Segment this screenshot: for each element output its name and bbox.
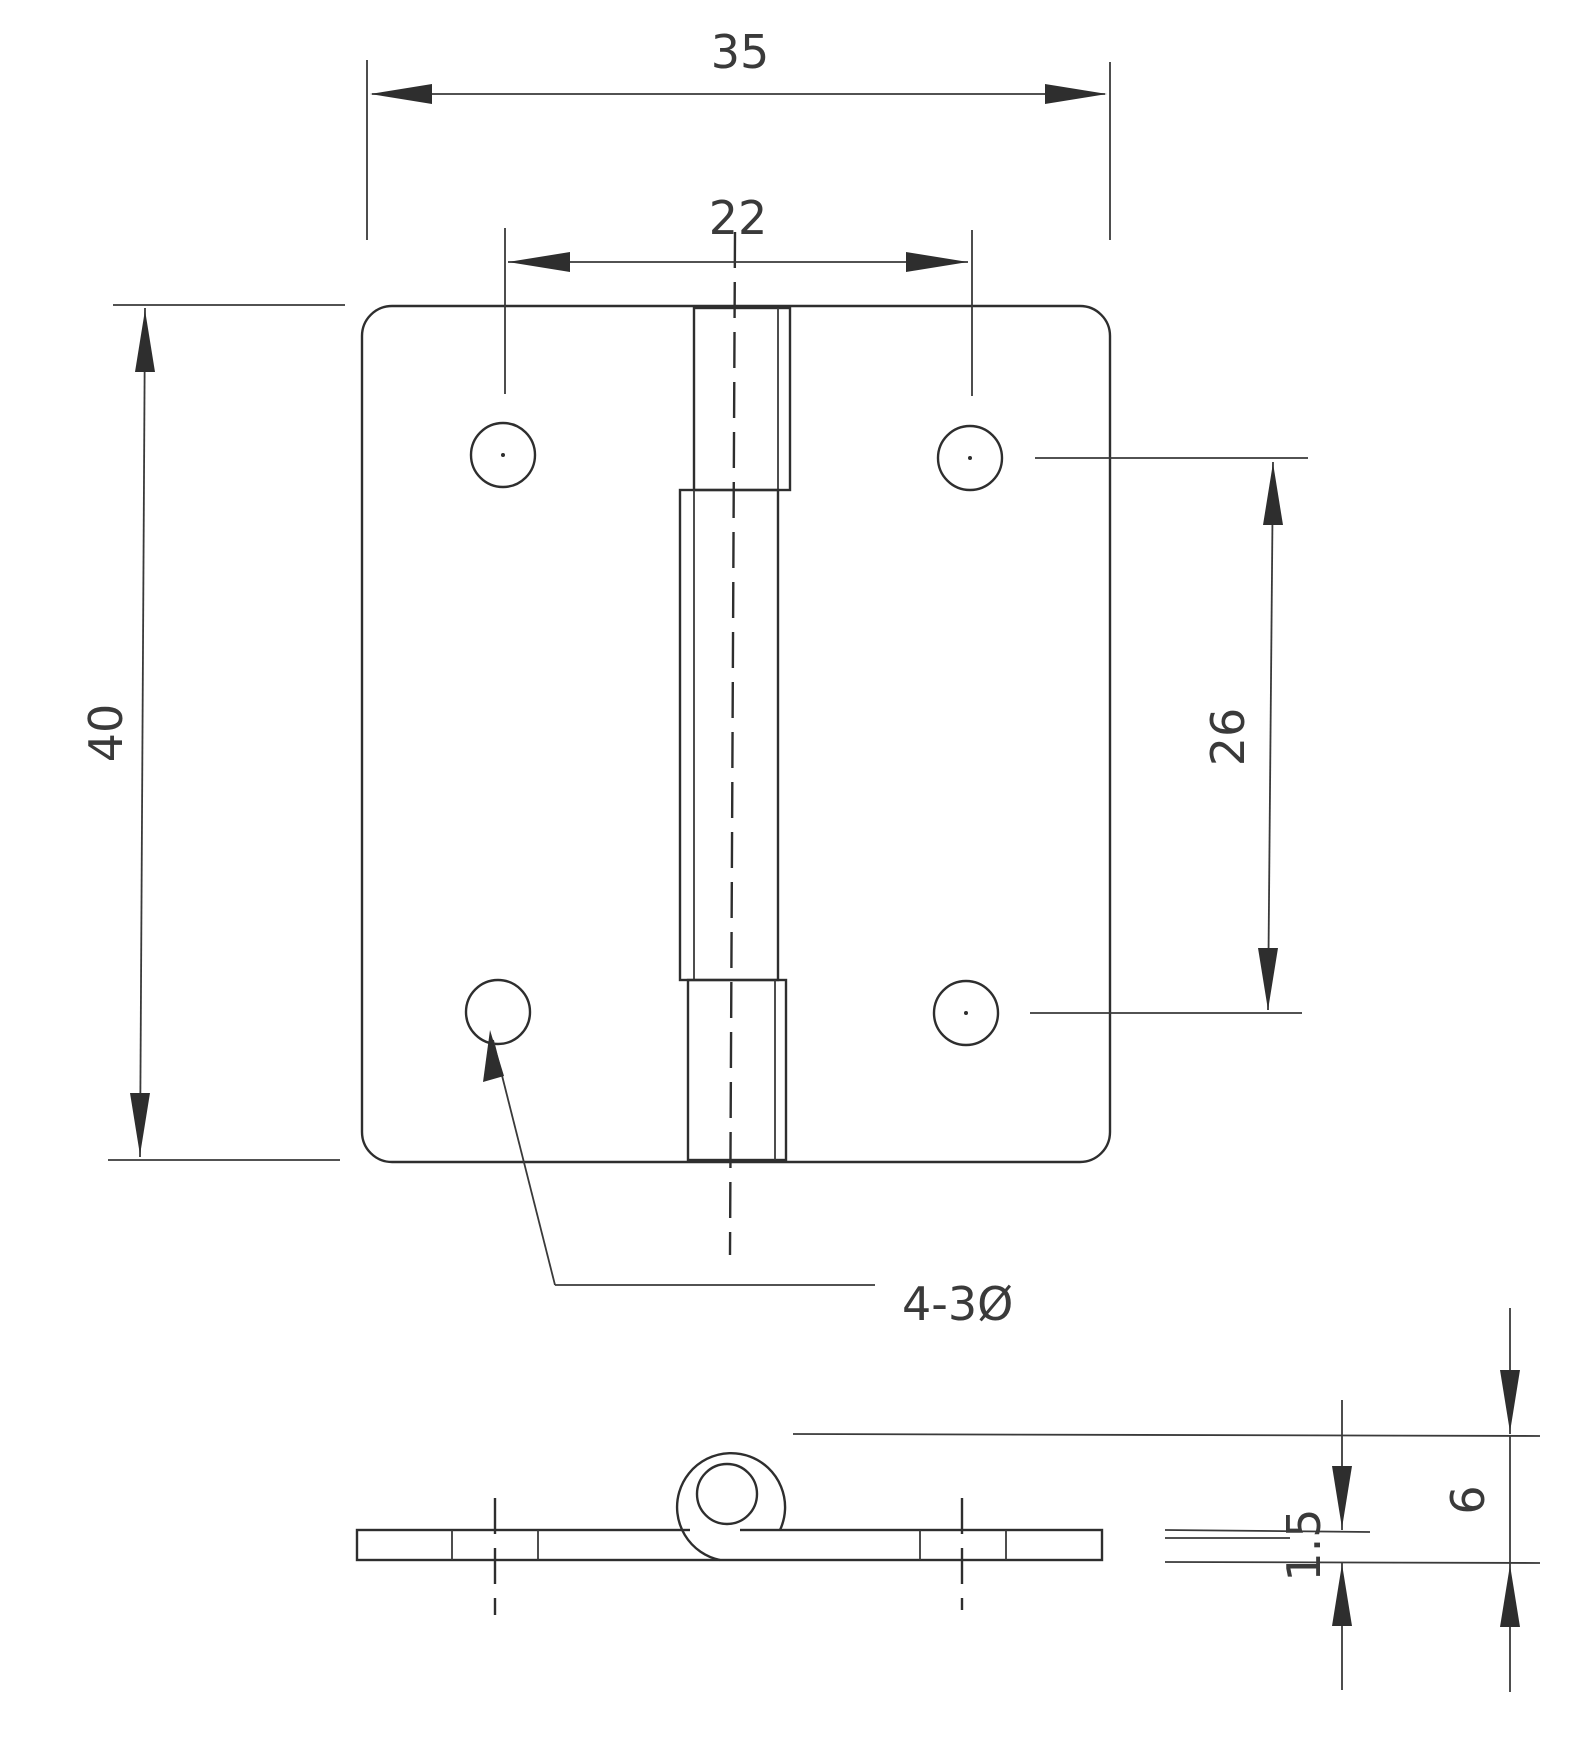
mounting-holes bbox=[464, 421, 1004, 1047]
dim-overall-height-label: 40 bbox=[79, 704, 133, 763]
dim-hole-spacing-horizontal-label: 22 bbox=[709, 191, 768, 245]
dim-overall-height: 40 bbox=[79, 304, 345, 1161]
side-view: 1.5 6 bbox=[355, 1308, 1541, 1692]
dim-knuckle-height: 6 bbox=[1441, 1308, 1520, 1692]
dim-hole-spacing-horizontal: 22 bbox=[504, 191, 973, 396]
knuckle-curl bbox=[675, 1451, 787, 1562]
hole-callout-label: 4-3Ø bbox=[902, 1277, 1013, 1331]
dim-hole-spacing-vertical: 26 bbox=[1030, 457, 1308, 1014]
hole-callout: 4-3Ø bbox=[483, 1030, 1013, 1331]
hole-top-right bbox=[936, 424, 1004, 492]
hinge-plate-outline bbox=[360, 304, 1112, 1164]
hole-top-left bbox=[469, 421, 537, 489]
dim-overall-width-label: 35 bbox=[711, 25, 770, 79]
dim-overall-width: 35 bbox=[366, 25, 1111, 240]
hole-bottom-right bbox=[932, 979, 1000, 1047]
dim-leaf-thickness: 1.5 bbox=[1277, 1400, 1352, 1690]
hole-bottom-left bbox=[464, 978, 532, 1046]
hinge-knuckle bbox=[678, 306, 792, 1162]
dim-leaf-thickness-label: 1.5 bbox=[1277, 1508, 1331, 1581]
dim-knuckle-height-label: 6 bbox=[1441, 1485, 1495, 1514]
pin-centerline bbox=[728, 231, 737, 1256]
dim-hole-spacing-vertical-label: 26 bbox=[1201, 708, 1255, 767]
front-view: 35 22 40 26 bbox=[79, 25, 1308, 1331]
hinge-leaf-profile bbox=[355, 1528, 1104, 1562]
